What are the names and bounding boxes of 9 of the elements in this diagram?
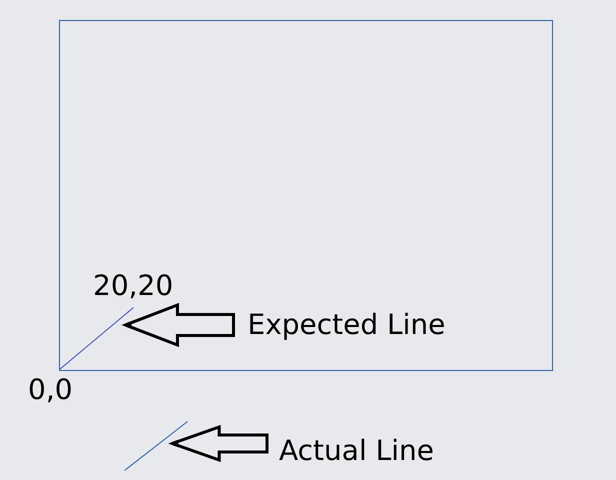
coordinate-label: 0,0 — [28, 373, 73, 407]
canvas-frame — [59, 20, 553, 371]
block-arrow — [121, 302, 235, 348]
diagonal-line — [58, 306, 134, 370]
diagonal-line — [124, 421, 188, 471]
block-arrow — [168, 424, 268, 462]
annotation-text: Expected Line — [248, 308, 446, 342]
annotation-text: Actual Line — [279, 434, 434, 468]
coordinate-label: 20,20 — [93, 269, 174, 303]
